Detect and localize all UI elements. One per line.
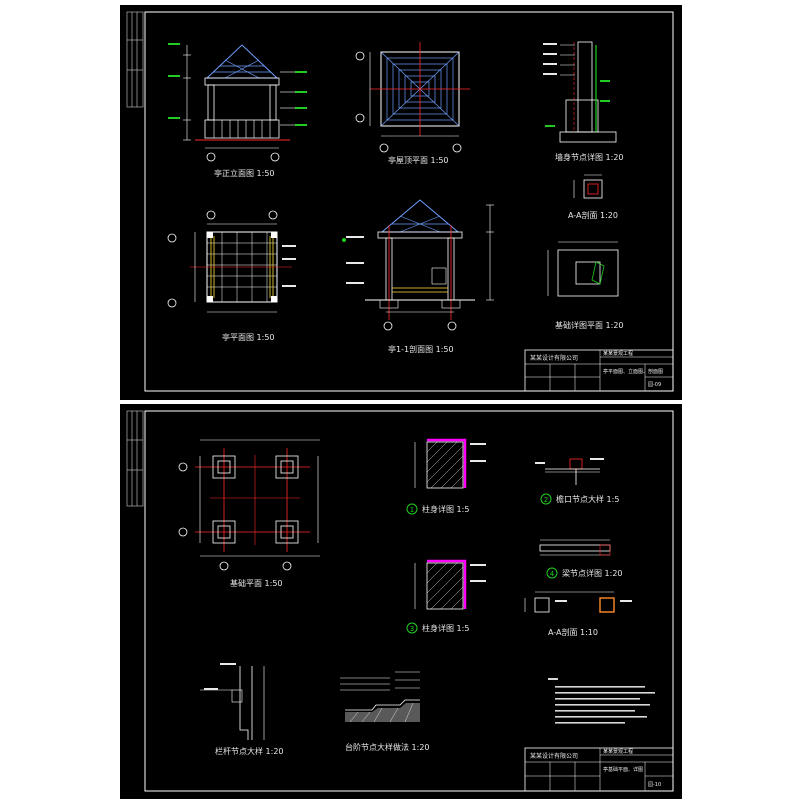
sheet-1-binding-strip: [126, 11, 144, 108]
railing-detail-label: 栏杆节点大样 1:20: [215, 746, 284, 756]
plan-view-label: 亭平面图 1:50: [222, 332, 275, 342]
column-detail-1-label: 柱身详图 1:5: [422, 504, 469, 514]
small-section-label: A-A剖面 1:20: [568, 210, 618, 220]
railing-detail-view: 栏杆节点大样 1:20: [200, 663, 284, 756]
step-detail-label: 台阶节点大样做法 1:20: [345, 742, 430, 752]
sheet-2-binding-strip: [126, 410, 144, 507]
sheet-2-drawing-name: 亭基础平面、详图: [603, 766, 643, 773]
sheet-1-frame: [144, 11, 674, 392]
section-aa-label: A-A剖面 1:10: [548, 627, 598, 637]
notes-block: [548, 678, 655, 724]
beam-detail-4-view: 4 梁节点详图 1:20: [539, 539, 623, 579]
foundation-detail-label: 基础详图平面 1:20: [555, 320, 624, 330]
wall-detail-label: 墙身节点详图 1:20: [555, 152, 624, 162]
section-11-label: 亭1-1剖面图 1:50: [388, 344, 454, 354]
sheet-1: 亭正立面图 1:50 亭屋顶平面 1:50: [120, 5, 682, 400]
sheet-1-title-block: 某某设计有限公司 某某景观工程 亭平面图、立面图、剖面图 园-09: [524, 349, 674, 392]
sheet-1-project: 某某景观工程: [603, 350, 633, 357]
column-detail-1-view: 1 柱身详图 1:5: [406, 438, 486, 515]
callout-3: 3: [410, 625, 414, 633]
foundation-plan-label: 基础平面 1:50: [230, 578, 283, 588]
beam-detail-4-label: 梁节点详图 1:20: [562, 568, 623, 578]
roof-plan-view: 亭屋顶平面 1:50: [355, 42, 470, 165]
sheet-2-drawing-number: 园-10: [648, 782, 661, 788]
sheet-2-frame: [144, 410, 674, 792]
callout-2: 2: [544, 496, 548, 504]
foundation-detail-view: 基础详图平面 1:20: [547, 241, 624, 330]
foundation-plan-view: 基础平面 1:50: [178, 439, 320, 588]
plan-view: 亭平面图 1:50: [167, 210, 296, 342]
sheet-1-drawing-name: 亭平面图、立面图、剖面图: [603, 368, 663, 375]
sheet-2-title-block: 某某设计有限公司 某某景观工程 亭基础平面、详图 园-10: [524, 747, 674, 792]
front-elevation-view: 亭正立面图 1:50: [168, 43, 307, 178]
eave-detail-2-label: 檐口节点大样 1:5: [556, 494, 619, 504]
eave-detail-2-view: 2 檐口节点大样 1:5: [535, 458, 619, 505]
roof-plan-label: 亭屋顶平面 1:50: [388, 155, 449, 165]
column-detail-3-view: 3 柱身详图 1:5: [406, 559, 486, 634]
sheet-2-company: 某某设计有限公司: [530, 752, 578, 760]
small-section-view: A-A剖面 1:20: [568, 174, 618, 220]
wall-detail-view: 墙身节点详图 1:20: [543, 41, 624, 162]
section-11-view: 亭1-1剖面图 1:50: [342, 199, 494, 354]
sheet-2-project: 某某景观工程: [603, 748, 633, 755]
sheet-2-background: [120, 404, 682, 799]
sheet-2: 基础平面 1:50 1 柱身详图 1:5: [120, 404, 682, 799]
front-elevation-label: 亭正立面图 1:50: [214, 168, 275, 178]
column-detail-3-label: 柱身详图 1:5: [422, 623, 469, 633]
step-detail-view: 台阶节点大样做法 1:20: [340, 671, 430, 752]
callout-4: 4: [550, 570, 555, 578]
sheet-1-drawing-number: 园-09: [648, 382, 661, 388]
callout-1: 1: [410, 506, 414, 514]
sheet-1-company: 某某设计有限公司: [530, 354, 578, 362]
section-aa-view: A-A剖面 1:10: [524, 591, 632, 637]
